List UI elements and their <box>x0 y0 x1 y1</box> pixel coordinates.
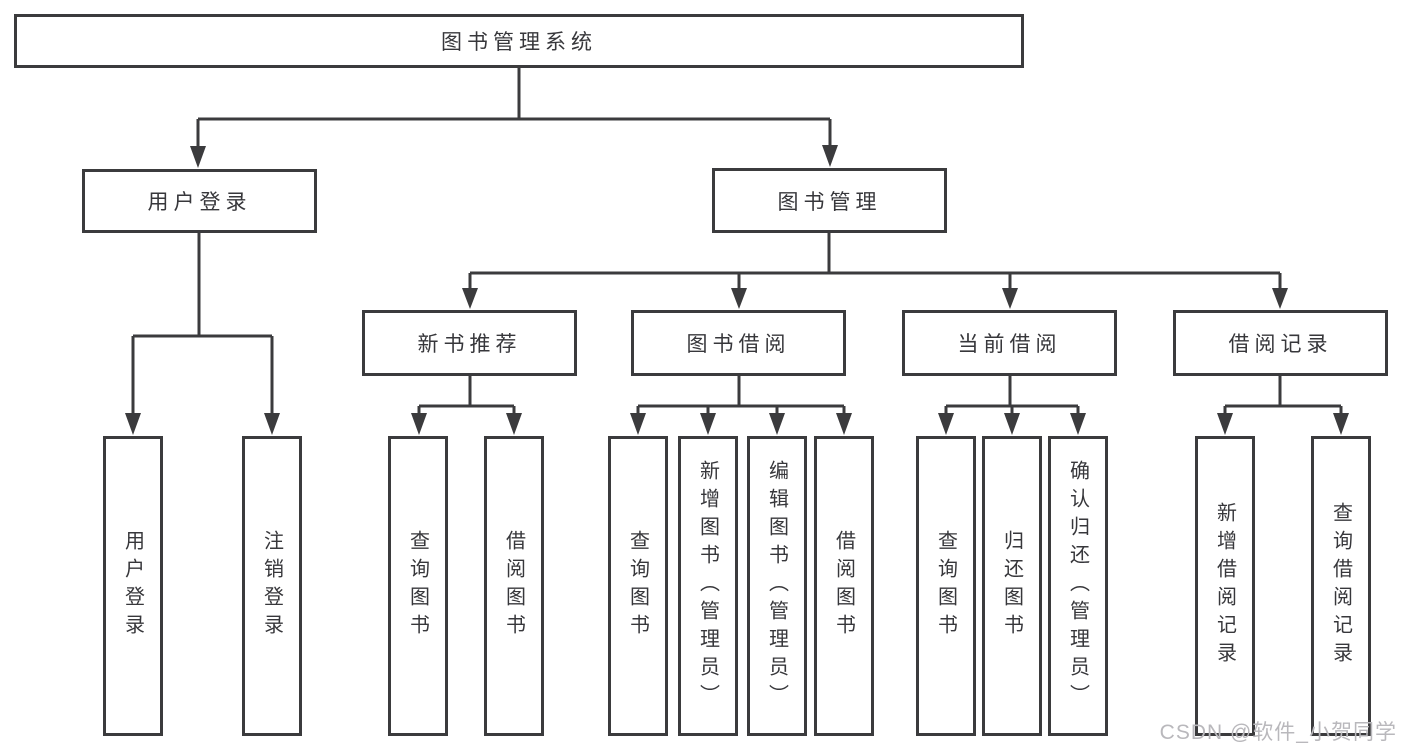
node-leaf-logout: 注销登录 <box>242 436 302 736</box>
arrowheads <box>125 145 1349 435</box>
node-leaf-query-books-current: 查询图书 <box>916 436 976 736</box>
node-leaf-confirm-return-admin-label: 确认归还（管理员） <box>1066 460 1089 712</box>
node-leaf-borrow-books-recommend: 借阅图书 <box>484 436 544 736</box>
node-user-login-label: 用户登录 <box>147 191 252 214</box>
node-library-management-system: 图书管理系统 <box>14 14 1024 68</box>
node-leaf-borrow-books: 借阅图书 <box>814 436 874 736</box>
node-leaf-return-book: 归还图书 <box>982 436 1042 736</box>
csdn-watermark: CSDN @软件_小贺同学 <box>1159 721 1397 744</box>
node-new-book-recommendation: 新书推荐 <box>362 310 577 376</box>
node-leaf-query-borrow-record: 查询借阅记录 <box>1311 436 1371 736</box>
node-borrowing-records: 借阅记录 <box>1173 310 1388 376</box>
node-book-management: 图书管理 <box>712 168 947 233</box>
node-leaf-add-book-admin: 新增图书（管理员） <box>678 436 738 736</box>
node-leaf-query-books-recommend: 查询图书 <box>388 436 448 736</box>
node-book-management-label: 图书管理 <box>777 190 882 214</box>
node-leaf-query-books-current-label: 查询图书 <box>934 530 957 642</box>
node-leaf-logout-label: 注销登录 <box>260 530 283 642</box>
node-leaf-query-books-recommend-label: 查询图书 <box>406 530 429 642</box>
node-book-borrowing: 图书借阅 <box>631 310 846 376</box>
node-leaf-add-borrow-record-label: 新增借阅记录 <box>1213 502 1236 670</box>
node-user-login: 用户登录 <box>82 169 317 233</box>
node-leaf-borrow-books-recommend-label: 借阅图书 <box>502 530 525 642</box>
node-library-management-system-label: 图书管理系统 <box>441 31 597 54</box>
node-current-borrowing: 当前借阅 <box>902 310 1117 376</box>
node-leaf-return-book-label: 归还图书 <box>1000 530 1023 642</box>
node-leaf-confirm-return-admin: 确认归还（管理员） <box>1048 436 1108 736</box>
node-borrowing-records-label: 借阅记录 <box>1228 333 1333 356</box>
node-leaf-query-books-borrowing: 查询图书 <box>608 436 668 736</box>
node-leaf-user-login: 用户登录 <box>103 436 163 736</box>
node-leaf-user-login-label: 用户登录 <box>121 530 144 642</box>
node-leaf-edit-book-admin: 编辑图书（管理员） <box>747 436 807 736</box>
node-leaf-query-books-borrowing-label: 查询图书 <box>626 530 649 642</box>
node-leaf-borrow-books-label: 借阅图书 <box>832 530 855 642</box>
node-leaf-edit-book-admin-label: 编辑图书（管理员） <box>765 460 788 712</box>
node-book-borrowing-label: 图书借阅 <box>686 333 791 356</box>
node-leaf-add-book-admin-label: 新增图书（管理员） <box>696 460 719 712</box>
node-leaf-query-borrow-record-label: 查询借阅记录 <box>1329 502 1352 670</box>
node-current-borrowing-label: 当前借阅 <box>957 333 1062 356</box>
node-new-book-recommendation-label: 新书推荐 <box>417 333 522 356</box>
node-leaf-add-borrow-record: 新增借阅记录 <box>1195 436 1255 736</box>
